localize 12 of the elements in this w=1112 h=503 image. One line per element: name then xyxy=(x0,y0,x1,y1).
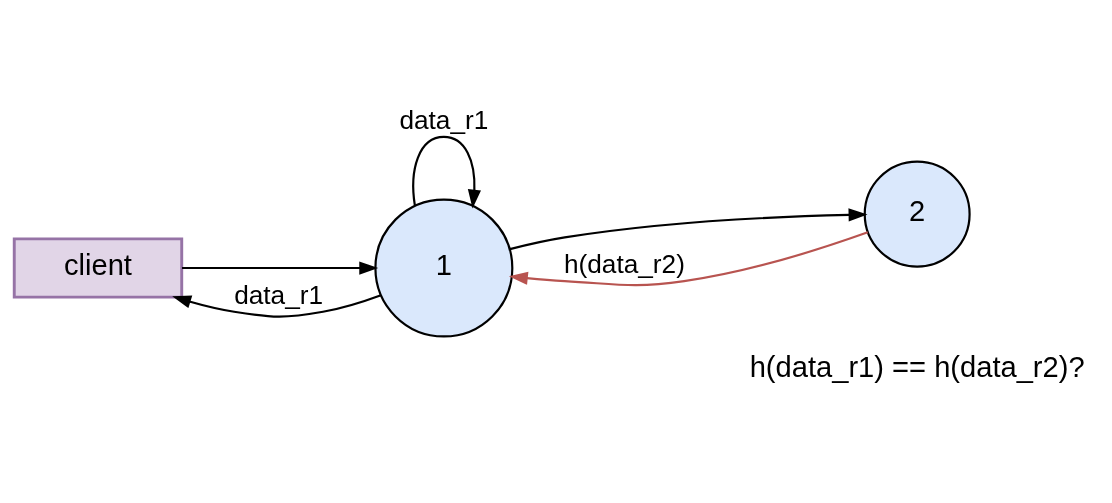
arrow xyxy=(509,207,868,250)
edge-label: h(data_r2) xyxy=(563,248,685,279)
arrow xyxy=(508,230,869,286)
edge-label: data_r1 xyxy=(234,279,324,310)
arrow xyxy=(172,293,382,318)
edge-label: data_r1 xyxy=(399,104,489,135)
node-box: client xyxy=(12,236,184,299)
node-circle: 1 xyxy=(374,198,514,338)
node-circle: 2 xyxy=(863,160,971,268)
label: h(data_r1) == h(data_r2)? xyxy=(749,350,1085,383)
arrow xyxy=(412,135,482,209)
arrow xyxy=(182,260,379,275)
